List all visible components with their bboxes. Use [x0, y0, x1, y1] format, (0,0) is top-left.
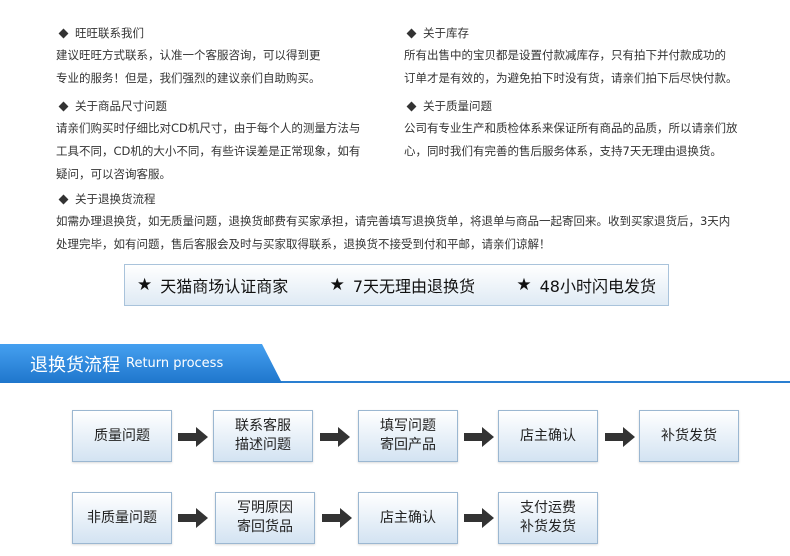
diamond-bullet-icon [58, 194, 69, 204]
diamond-bullet-icon [406, 28, 417, 38]
section-title: 关于退换货流程 [75, 191, 156, 206]
section-title: 关于商品尺寸问题 [75, 98, 167, 113]
section-text: 处理完毕，如有问题，售后客服会及时与买家取得联系，退换货不接受到付和平邮，请亲们… [56, 237, 551, 251]
section-stock: 关于库存 所有出售中的宝贝都是设置付款减库存，只有拍下并付款成功的 订单才是有效… [404, 22, 738, 90]
diamond-bullet-icon [406, 101, 417, 111]
section-text: 订单才是有效的，为避免拍下时没有货，请亲们拍下后尽快付款。 [404, 71, 738, 85]
diamond-bullet-icon [58, 101, 69, 111]
section-text: 公司有专业生产和质检体系来保证所有商品的品质，所以请亲们放 [404, 121, 738, 135]
star-icon: ★ [137, 275, 153, 295]
section-title: 关于质量问题 [423, 98, 492, 113]
star-icon: ★ [329, 275, 345, 295]
section-contact: 旺旺联系我们 建议旺旺方式联系，认准一个客服咨询，可以得到更 专业的服务！但是，… [56, 22, 321, 90]
section-text: 所有出售中的宝贝都是设置付款减库存，只有拍下并付款成功的 [404, 48, 726, 62]
flow-step: 店主确认 [358, 492, 458, 544]
flow-step: 店主确认 [498, 410, 598, 462]
return-process-subtitle: Return process [126, 356, 224, 371]
flow-step: 非质量问题 [72, 492, 172, 544]
section-text: 专业的服务！但是，我们强烈的建议亲们自助购买。 [56, 71, 321, 85]
banner-feature: ★天猫商场认证商家 [137, 275, 289, 296]
section-text: 如需办理退换货，如无质量问题，退换货邮费有买家承担，请完善填写退换货单，将退单与… [56, 214, 731, 228]
arrow-right-icon [178, 508, 208, 528]
return-process-title: 退换货流程 [30, 354, 120, 376]
flow-step: 补货发货 [639, 410, 739, 462]
flow-step: 写明原因寄回货品 [215, 492, 315, 544]
return-process-header: 退换货流程 Return process [0, 344, 282, 383]
star-icon: ★ [516, 275, 532, 295]
section-size: 关于商品尺寸问题 请亲们购买时仔细比对CD机尺寸，由于每个人的测量方法与 工具不… [56, 95, 360, 186]
arrow-right-icon [464, 508, 494, 528]
service-banner: ★天猫商场认证商家 ★7天无理由退换货 ★48小时闪电发货 [124, 264, 669, 306]
arrow-right-icon [464, 427, 494, 447]
flow-step: 填写问题寄回产品 [358, 410, 458, 462]
section-text: 请亲们购买时仔细比对CD机尺寸，由于每个人的测量方法与 [56, 121, 361, 135]
section-text: 建议旺旺方式联系，认准一个客服咨询，可以得到更 [56, 48, 321, 62]
arrow-right-icon [322, 508, 352, 528]
section-title: 旺旺联系我们 [75, 25, 144, 40]
diamond-bullet-icon [58, 28, 69, 38]
arrow-right-icon [178, 427, 208, 447]
section-quality: 关于质量问题 公司有专业生产和质检体系来保证所有商品的品质，所以请亲们放 心，同… [404, 95, 738, 163]
flow-step: 支付运费补货发货 [498, 492, 598, 544]
section-return: 关于退换货流程 如需办理退换货，如无质量问题，退换货邮费有买家承担，请完善填写退… [56, 188, 730, 256]
arrow-right-icon [605, 427, 635, 447]
banner-feature: ★48小时闪电发货 [516, 275, 656, 296]
section-text: 疑问，可以咨询客服。 [56, 167, 171, 181]
flow-step: 联系客服描述问题 [213, 410, 313, 462]
section-text: 工具不同，CD机的大小不同，有些许误差是正常现象，如有 [56, 144, 361, 158]
arrow-right-icon [320, 427, 350, 447]
banner-feature: ★7天无理由退换货 [329, 275, 476, 296]
section-divider [0, 381, 790, 383]
flow-step: 质量问题 [72, 410, 172, 462]
section-text: 心，同时我们有完善的售后服务体系，支持7天无理由退换货。 [404, 144, 722, 158]
section-title: 关于库存 [423, 25, 469, 40]
